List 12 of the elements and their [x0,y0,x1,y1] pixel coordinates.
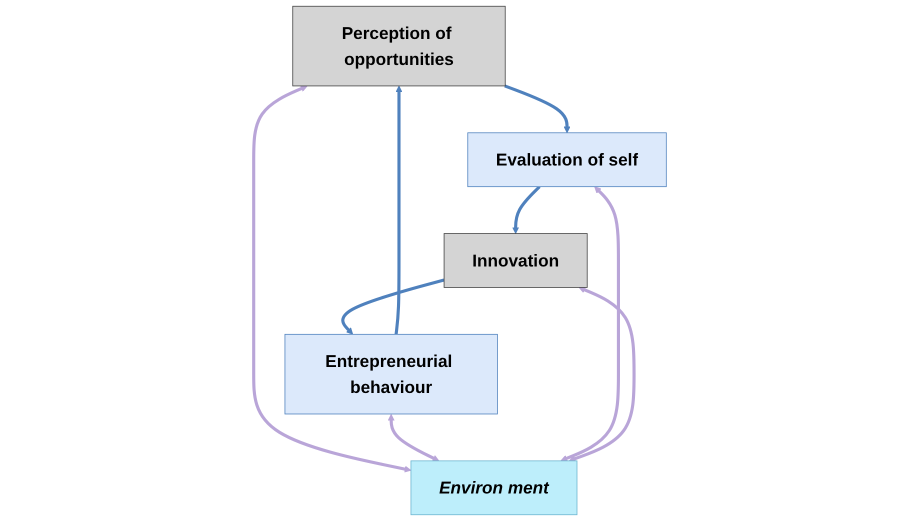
node-box: Entrepreneurial behaviour [284,334,498,414]
arrow [252,85,412,472]
arrow [560,186,620,462]
arrow [341,278,444,335]
node-box: Perception of opportunities [292,6,506,86]
arrow [504,84,570,134]
node-box: Evaluation of self [467,132,667,188]
node-box: Innovation [444,233,588,288]
arrow [568,286,636,462]
arrow [388,414,440,462]
arrow [512,186,541,234]
arrow [394,86,402,334]
